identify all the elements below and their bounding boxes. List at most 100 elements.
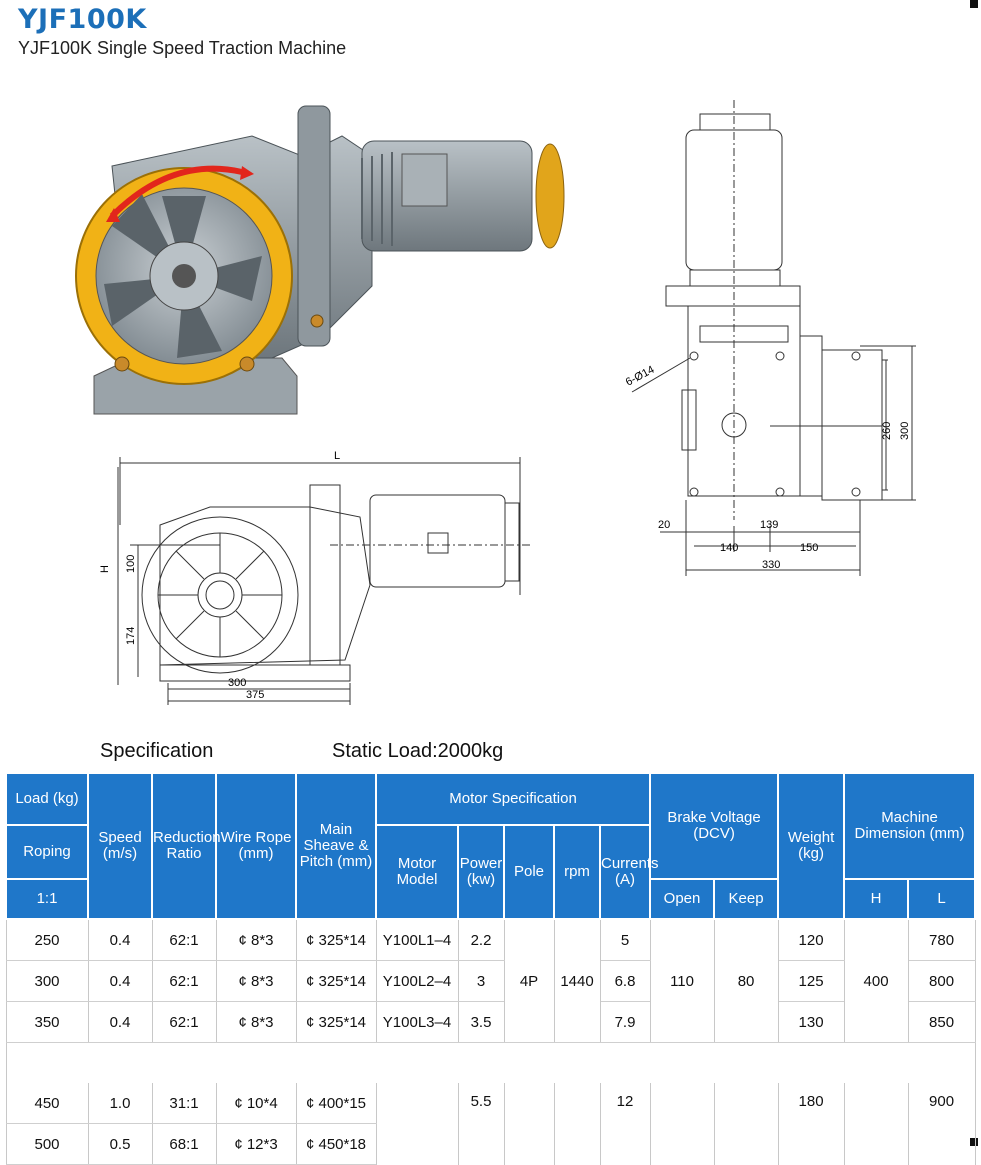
dim-140-label: 140	[720, 542, 738, 554]
cell-power: 3.5	[457, 1001, 505, 1043]
cell-pole: 4P	[503, 919, 555, 1043]
cell-model: Y100L1–4	[375, 919, 459, 961]
cell-current: 7.9	[599, 1001, 651, 1043]
cell-weight: 120	[777, 919, 845, 961]
dim-H-label: H	[100, 565, 111, 573]
th-brake: Brake Voltage (DCV)	[649, 772, 780, 880]
cell-model: Y100L2–4	[375, 960, 459, 1002]
cell-rope: ¢ 8*3	[215, 919, 297, 961]
cell-model: Y100L3–4	[375, 1001, 459, 1043]
cell-load: 450	[5, 1083, 89, 1124]
cell-l: 800	[907, 960, 976, 1002]
cell-open	[649, 1083, 715, 1165]
cell-rope: ¢ 12*3	[215, 1123, 297, 1165]
cell-power: 5.5	[457, 1083, 505, 1165]
th-power: Power (kw)	[457, 824, 505, 920]
static-load-label: Static Load:2000kg	[332, 740, 504, 762]
th-h: H	[843, 878, 910, 920]
cell-rpm: 1440	[553, 919, 601, 1043]
dim-150-label: 150	[800, 542, 818, 554]
cell-load: 500	[5, 1123, 89, 1165]
cell-load: 250	[5, 919, 89, 961]
cell-ratio: 31:1	[151, 1083, 217, 1124]
th-currents: Currents (A)	[598, 824, 659, 920]
cell-speed: 0.5	[87, 1123, 153, 1165]
table-row: 300 0.4 62:1 ¢ 8*3 ¢ 325*14 Y100L2–4 3 6…	[5, 960, 976, 1002]
cell-pole	[503, 1083, 555, 1165]
th-motor-model: Motor Model	[375, 824, 459, 920]
cell-rope: ¢ 8*3	[215, 1001, 297, 1043]
cell-speed: 1.0	[87, 1083, 153, 1124]
cell-load: 350	[5, 1001, 89, 1043]
cell-weight: 130	[777, 1001, 845, 1043]
dim-260-label: 260	[881, 422, 893, 440]
cell-load: 300	[5, 960, 89, 1002]
dim-330-label: 330	[762, 559, 780, 571]
cell-speed: 0.4	[87, 919, 153, 961]
table-row: 350 0.4 62:1 ¢ 8*3 ¢ 325*14 Y100L3–4 3.5…	[5, 1001, 976, 1043]
cell-ratio: 62:1	[151, 960, 217, 1002]
th-sheave: Main Sheave & Pitch (mm)	[295, 772, 377, 920]
cell-ratio: 62:1	[151, 919, 217, 961]
hole-spec-label: 6-Ø14	[624, 364, 657, 389]
dim-100-label: 100	[125, 555, 137, 573]
cell-l: 780	[907, 919, 976, 961]
table-gap	[5, 1042, 976, 1083]
cell-l: 900	[907, 1083, 976, 1165]
th-open: Open	[649, 878, 716, 920]
th-pole: Pole	[503, 824, 555, 920]
th-wire-rope: Wire Rope (mm)	[215, 772, 297, 920]
dim-20-label: 20	[658, 519, 670, 531]
cell-weight: 180	[777, 1083, 845, 1165]
th-dimension: Machine Dimension (mm)	[843, 772, 977, 880]
cell-h: 400	[843, 919, 909, 1043]
th-ratio-1-1: 1:1	[5, 878, 89, 920]
cell-weight: 125	[777, 960, 845, 1002]
cell-keep: 80	[713, 919, 779, 1043]
th-motor-spec: Motor Specification	[374, 772, 652, 826]
specification-label: Specification	[100, 740, 214, 762]
cell-sheave: ¢ 400*15	[295, 1083, 377, 1124]
side-view-drawing: L H 100 174 300 375	[100, 450, 530, 705]
th-l: L	[907, 878, 977, 920]
traction-machine-photo	[75, 105, 565, 415]
dim-300-label: 300	[228, 677, 246, 689]
table-row: 250 0.4 62:1 ¢ 8*3 ¢ 325*14 Y100L1–4 2.2…	[5, 919, 976, 1043]
th-load: Load (kg)	[5, 772, 89, 826]
th-keep: Keep	[713, 878, 780, 920]
page-title: YJF100K	[18, 4, 147, 35]
cell-ratio: 62:1	[151, 1001, 217, 1043]
page-subtitle: YJF100K Single Speed Traction Machine	[18, 38, 347, 58]
cell-speed: 0.4	[87, 1001, 153, 1043]
cell-ratio: 68:1	[151, 1123, 217, 1165]
cell-open: 110	[649, 919, 715, 1043]
dim-L-label: L	[334, 450, 340, 462]
cell-sheave: ¢ 325*14	[295, 919, 377, 961]
dim-375-label: 375	[246, 689, 264, 701]
cell-power: 3	[457, 960, 505, 1002]
corner-mark-top	[970, 0, 978, 8]
th-speed: Speed (m/s)	[87, 772, 153, 920]
th-reduction: Reduction Ratio	[151, 772, 221, 920]
cell-speed: 0.4	[87, 960, 153, 1002]
cell-rpm	[553, 1083, 601, 1165]
cell-current: 6.8	[599, 960, 651, 1002]
cell-sheave: ¢ 325*14	[295, 960, 377, 1002]
cell-sheave: ¢ 450*18	[295, 1123, 377, 1165]
cell-rope: ¢ 8*3	[215, 960, 297, 1002]
th-weight: Weight (kg)	[777, 772, 846, 920]
cell-current: 5	[599, 919, 651, 961]
cell-h	[843, 1083, 909, 1165]
cell-keep	[713, 1083, 779, 1165]
th-roping: Roping	[5, 824, 89, 880]
cell-l: 850	[907, 1001, 976, 1043]
cell-rope: ¢ 10*4	[215, 1083, 297, 1124]
specification-table: Load (kg) Speed (m/s) Reduction Ratio Wi…	[5, 772, 977, 1165]
cell-current: 12	[599, 1083, 651, 1165]
cell-power: 2.2	[457, 919, 505, 961]
cell-sheave: ¢ 325*14	[295, 1001, 377, 1043]
dim-300-top-label: 300	[899, 422, 911, 440]
th-rpm: rpm	[553, 824, 601, 920]
dim-174-label: 174	[125, 627, 137, 645]
cell-model	[375, 1083, 459, 1165]
